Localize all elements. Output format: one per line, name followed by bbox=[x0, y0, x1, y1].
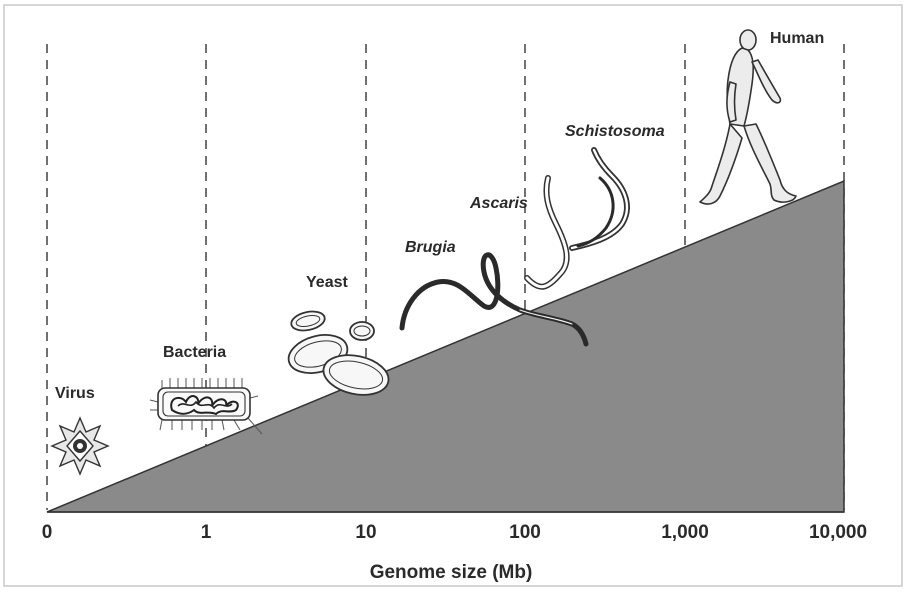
tick-label-10: 10 bbox=[355, 522, 376, 543]
label-human: Human bbox=[770, 30, 824, 47]
tick-label-1000: 1,000 bbox=[661, 522, 709, 543]
yeast-icon bbox=[284, 309, 392, 401]
label-yeast: Yeast bbox=[306, 274, 348, 291]
label-schistosoma: Schistosoma bbox=[565, 123, 665, 140]
virus-icon bbox=[52, 418, 108, 474]
x-axis-label: Genome size (Mb) bbox=[370, 562, 533, 583]
schistosoma-icon bbox=[572, 150, 627, 248]
tick-label-10000: 10,000 bbox=[809, 522, 867, 543]
tick-label-0: 0 bbox=[42, 522, 53, 543]
tick-labels: 0 1 10 100 1,000 10,000 bbox=[42, 522, 867, 543]
label-ascaris: Ascaris bbox=[469, 195, 528, 212]
human-icon bbox=[700, 30, 796, 204]
label-virus: Virus bbox=[55, 385, 95, 402]
label-bacteria: Bacteria bbox=[163, 344, 226, 361]
label-brugia: Brugia bbox=[405, 239, 456, 256]
tick-label-100: 100 bbox=[509, 522, 541, 543]
ascaris-icon bbox=[527, 178, 567, 287]
tick-label-1: 1 bbox=[201, 522, 212, 543]
